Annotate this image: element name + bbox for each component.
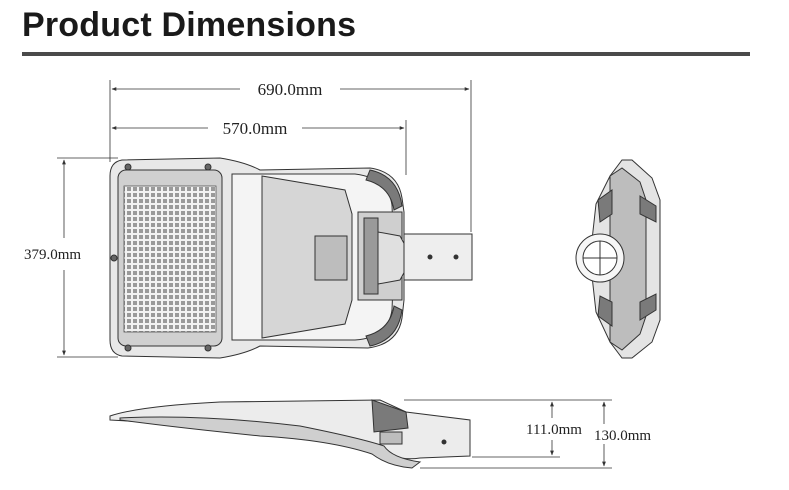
title-underline	[22, 52, 750, 56]
dimension-body-length	[111, 120, 407, 175]
profile-view	[109, 399, 471, 469]
dimension-width	[57, 157, 118, 358]
dimension-overall-length	[109, 80, 472, 232]
body-height-label: 111.0mm	[526, 422, 582, 438]
width-label: 379.0mm	[24, 247, 81, 263]
overall-length-label: 690.0mm	[258, 80, 323, 99]
end-view	[575, 159, 661, 359]
dimension-overall-height	[420, 399, 612, 469]
page-title: Product Dimensions	[22, 6, 357, 44]
top-view	[109, 157, 473, 359]
overall-height-label: 130.0mm	[594, 428, 651, 444]
body-length-label: 570.0mm	[223, 119, 288, 138]
dimension-body-height	[404, 399, 560, 458]
